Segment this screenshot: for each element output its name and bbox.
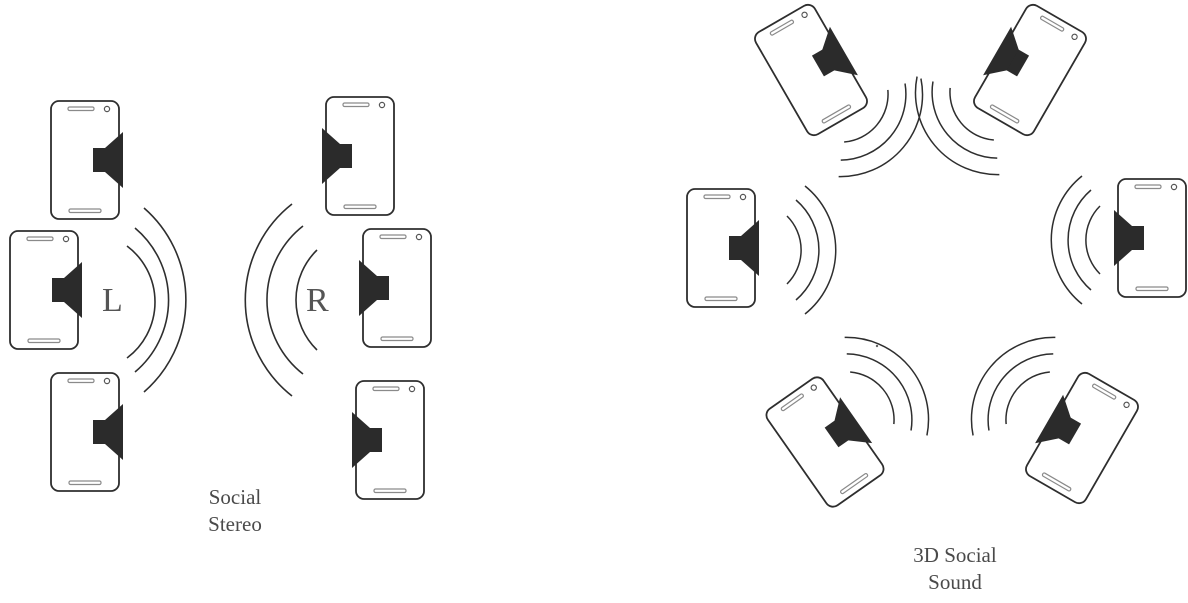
phone-right-middle [359,229,431,347]
phone-3d-lower-right [1020,368,1141,506]
sound-wave-icon [127,208,186,392]
sound-wave-icon [1051,176,1100,304]
sound-wave-icon [787,186,836,314]
right-channel-letter: R [306,284,329,318]
caption-line: Stereo [180,511,290,538]
phone-left-bottom [51,373,123,491]
phone-3d-upper-right [968,0,1089,138]
phone-left-middle [10,231,82,349]
phone-3d-mid-left [687,189,759,307]
stray-dot [876,345,878,347]
caption-line: Sound [880,569,1030,596]
phone-3d-lower-left [763,372,890,510]
phone-right-bottom [352,381,424,499]
caption-line: Social [180,484,290,511]
phone-3d-upper-left [752,0,873,138]
3d-social-sound-caption: 3D Social Sound [880,542,1030,596]
phone-left-top [51,101,123,219]
phone-3d-mid-right [1114,179,1186,297]
phone-right-top [322,97,394,215]
caption-line: 3D Social [880,542,1030,569]
social-stereo-caption: Social Stereo [180,484,290,538]
left-channel-letter: L [102,284,123,318]
